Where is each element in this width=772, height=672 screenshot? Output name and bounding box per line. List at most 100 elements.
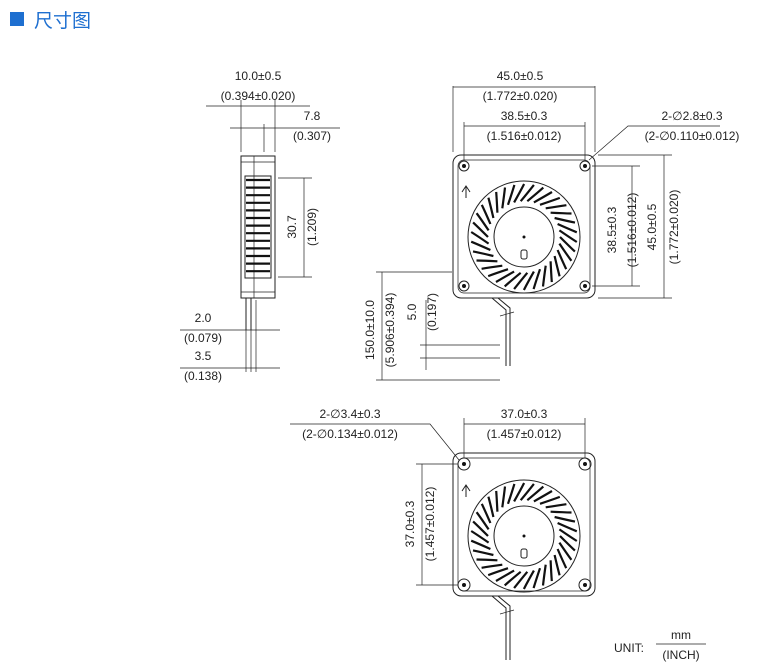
fan45-vpitch-mm: 38.5±0.3 [605, 206, 619, 253]
fan-blade [532, 567, 542, 589]
fan45-blades [470, 183, 578, 291]
fan37-hole-in: (2-∅0.134±0.012) [302, 427, 398, 441]
fan-blade [513, 272, 529, 290]
fan-blade [480, 503, 492, 524]
fan-blade [558, 229, 578, 243]
fan-blade [522, 570, 535, 590]
unit-label: UNIT: [614, 641, 644, 655]
fan-blade [545, 503, 567, 509]
fan-blade [553, 554, 561, 576]
fan-blade [475, 511, 490, 531]
fan-blade [506, 184, 516, 206]
side-offset-mm: 7.8 [304, 109, 321, 123]
side-lead-in: (0.079) [184, 331, 222, 345]
fan45-pitch-mm: 38.5±0.3 [501, 109, 548, 123]
fan37-rotor-ring [467, 479, 581, 593]
fan-blade [472, 549, 494, 557]
side-view-blade-area [244, 175, 272, 279]
fan-blade [539, 196, 561, 206]
fan45-frame [452, 154, 596, 299]
fan-blade [559, 535, 576, 552]
fan45-mount-hole-tr [579, 160, 591, 172]
fan45-cable [491, 297, 511, 366]
side-lead2-in: (0.138) [184, 369, 222, 383]
fan-blade [487, 567, 509, 577]
fan-blade [476, 259, 498, 263]
fan-blade [519, 184, 535, 202]
header-square-icon [10, 12, 24, 26]
fan-blade [476, 558, 498, 562]
fan45-width-mm: 45.0±0.5 [497, 69, 544, 83]
side-thickness-mm: 10.0±0.5 [235, 69, 282, 83]
fan-blade [522, 271, 535, 291]
fan37-vpitch-in: (1.457±0.012) [423, 487, 437, 562]
fan-45-view: 45.0±0.5 (1.772±0.020) 38.5±0.3 (1.516±0… [363, 69, 739, 381]
fan37-cable [491, 595, 511, 660]
fan45-pitch-in: (1.516±0.012) [487, 129, 562, 143]
fan-37-view: 2-∅3.4±0.3 (2-∅0.134±0.012) 37.0±0.3 (1.… [290, 407, 596, 660]
fan-blade [526, 485, 545, 502]
fan-blade [470, 539, 491, 551]
side-height-mm: 30.7 [285, 215, 299, 239]
fan-blade [495, 191, 499, 213]
fan37-pitch-mm: 37.0±0.3 [501, 407, 548, 421]
fan-blade [541, 564, 547, 586]
fan-blade [557, 222, 578, 234]
fan-blade [526, 186, 545, 203]
fan45-cable-mm: 150.0±10.0 [363, 300, 377, 360]
side-view-blades [246, 178, 270, 273]
fan-blade [533, 191, 553, 204]
fan-blade [549, 560, 553, 582]
fan-blade [506, 483, 516, 505]
fan-blade [554, 515, 576, 523]
fan-blade [513, 183, 526, 203]
fan45-strip-in: (0.197) [425, 293, 439, 331]
fan45-height-in: (1.772±0.020) [667, 190, 681, 265]
fan-blade [480, 204, 492, 225]
fan-blade [557, 521, 578, 533]
fan-blade [470, 240, 491, 252]
fan-blade [549, 261, 553, 283]
fan37-hole-mm: 2-∅3.4±0.3 [319, 407, 380, 421]
fan-blade [501, 486, 507, 508]
fan-blade [495, 270, 515, 283]
fan45-mount-hole-br [579, 280, 591, 292]
fan-blade [472, 520, 489, 537]
fan45-rotor-ring [467, 180, 581, 294]
fan-blade [545, 204, 567, 210]
unit-bottom: (INCH) [662, 648, 699, 662]
fan-blade [558, 528, 578, 542]
fan-blade [503, 570, 522, 587]
fan-blade [501, 187, 507, 209]
fan-blade [558, 242, 573, 262]
page-title: 尺寸图 [34, 9, 92, 32]
fan37-pitch-in: (1.457±0.012) [487, 427, 562, 441]
side-thickness-in: (0.394±0.020) [221, 89, 296, 103]
fan37-hub [493, 505, 555, 567]
side-lead2-mm: 3.5 [195, 349, 212, 363]
fan-blade [475, 212, 490, 232]
side-offset-in: (0.307) [293, 129, 331, 143]
fan-blade [470, 530, 490, 544]
side-lead-mm: 2.0 [195, 311, 212, 325]
fan45-strip-mm: 5.0 [405, 303, 419, 320]
fan37-blades [470, 482, 578, 590]
section-header: 尺寸图 [10, 6, 91, 32]
fan-blade [472, 221, 489, 238]
fan-blade [472, 250, 494, 258]
fan37-vpitch-mm: 37.0±0.3 [403, 500, 417, 547]
fan45-vpitch-in: (1.516±0.012) [625, 193, 639, 268]
fan-blade [532, 268, 542, 290]
fan-blade [487, 496, 495, 518]
fan-blade [556, 249, 568, 270]
fan-blade [487, 268, 509, 278]
fan-blade [539, 495, 561, 505]
fan-blade [495, 569, 515, 582]
unit-top: mm [671, 628, 691, 642]
fan45-mount-hole-tl [458, 160, 470, 172]
fan-blade [533, 490, 553, 503]
fan-blade [553, 255, 561, 277]
side-view: 10.0±0.5 (0.394±0.020) 7.8 (0.307) 30.7 … [180, 69, 340, 383]
fan-blade [470, 231, 490, 245]
